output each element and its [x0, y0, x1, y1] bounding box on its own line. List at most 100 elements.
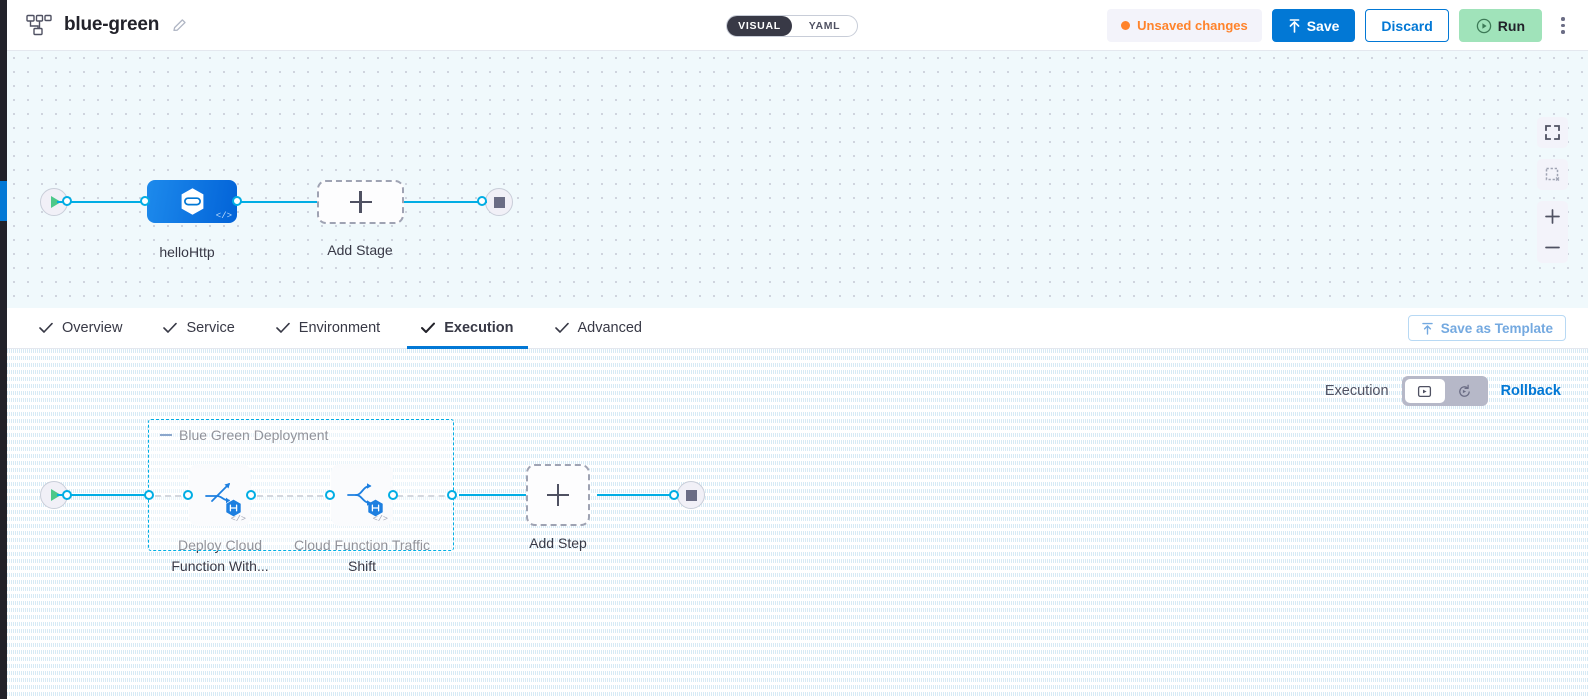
port-exec-end-in[interactable] — [669, 490, 679, 500]
stage-config-tabs: Overview Service Environment Execution A… — [7, 308, 1588, 349]
left-nav-rail — [0, 0, 7, 699]
canvas-controls — [1537, 117, 1568, 263]
step-code-marker: </> — [230, 514, 246, 524]
status-badge-unsaved: Unsaved changes — [1107, 9, 1262, 42]
add-step-label: Add Step — [529, 535, 587, 551]
rollback-link[interactable]: Rollback — [1500, 383, 1561, 399]
toggle-option-visual[interactable]: VISUAL — [727, 16, 792, 36]
port-start-out[interactable] — [62, 196, 72, 206]
check-icon — [554, 322, 569, 333]
save-button-label: Save — [1306, 17, 1340, 34]
edge-group-in-to-step1 — [155, 495, 191, 497]
edge-step2-to-group-out — [397, 495, 455, 497]
play-triangle-icon — [50, 196, 61, 208]
collapse-dash-icon[interactable] — [160, 433, 172, 437]
check-icon — [421, 322, 436, 333]
page-title: blue-green — [64, 14, 160, 35]
step-node-deploy-cloud-function[interactable]: </> — [189, 464, 251, 526]
tab-label: Environment — [298, 320, 381, 336]
stage-label-hellohttp: helloHttp — [159, 244, 215, 260]
port-step2-in[interactable] — [325, 490, 335, 500]
zoom-controls — [1537, 201, 1568, 263]
save-as-template-label: Save as Template — [1440, 320, 1553, 336]
tab-label: Advanced — [577, 320, 643, 336]
stage-node-hellohttp[interactable]: </> — [147, 180, 237, 223]
port-step1-in[interactable] — [183, 490, 193, 500]
edge-addstage-to-end — [392, 201, 487, 204]
execution-view-icon[interactable] — [1404, 379, 1445, 403]
stage-canvas[interactable]: </> helloHttp Add Stage — [7, 51, 1588, 308]
discard-button[interactable]: Discard — [1365, 9, 1449, 42]
save-button[interactable]: Save — [1271, 9, 1356, 42]
edge-group-to-addstep — [459, 494, 533, 497]
visual-yaml-toggle[interactable]: VISUAL YAML — [726, 15, 858, 37]
port-group-out[interactable] — [447, 490, 457, 500]
end-stop-node[interactable] — [677, 481, 705, 509]
port-step1-out[interactable] — [246, 490, 256, 500]
header-actions: Unsaved changes Save Discard Run — [1107, 9, 1574, 42]
step-group-title-label: Blue Green Deployment — [179, 427, 329, 443]
upload-arrow-icon — [1289, 18, 1300, 33]
edge-step1-to-step2 — [257, 495, 333, 497]
tab-label: Execution — [444, 320, 514, 336]
zoom-in-icon[interactable] — [1537, 201, 1568, 232]
run-play-icon — [1476, 18, 1492, 33]
port-stage-out[interactable] — [232, 196, 242, 206]
left-rail-active-indicator — [0, 181, 7, 221]
step-label-traffic-shift: Cloud Function Traffic Shift — [294, 537, 430, 574]
unsaved-dot-icon — [1121, 21, 1131, 30]
stop-square-icon — [685, 489, 697, 501]
kebab-menu-icon[interactable] — [1552, 9, 1574, 42]
template-upload-icon — [1421, 322, 1433, 335]
harness-hexagon-icon — [181, 188, 203, 215]
discard-button-label: Discard — [1381, 17, 1433, 34]
step-code-marker: </> — [372, 514, 388, 524]
port-exec-start-out[interactable] — [62, 490, 72, 500]
step-badge-icon — [368, 499, 383, 517]
selection-box-icon[interactable] — [1537, 159, 1568, 190]
add-stage-button[interactable] — [317, 180, 404, 224]
run-button[interactable]: Run — [1458, 9, 1542, 42]
add-step-button[interactable] — [526, 464, 590, 526]
tab-environment[interactable]: Environment — [262, 308, 394, 349]
edge-start-to-stage — [57, 201, 149, 204]
play-triangle-icon — [50, 489, 61, 501]
header-left-group: blue-green — [7, 14, 188, 36]
pencil-icon[interactable] — [171, 17, 188, 34]
tab-label: Service — [186, 320, 235, 336]
fit-to-screen-icon[interactable] — [1537, 117, 1568, 148]
tab-execution[interactable]: Execution — [407, 308, 527, 349]
tab-overview[interactable]: Overview — [25, 308, 136, 349]
step-label-deploy-cloud-function: Deploy Cloud Function With... — [171, 537, 269, 574]
run-button-label: Run — [1497, 17, 1525, 34]
check-icon — [39, 322, 53, 333]
execution-mode-bar: Execution Rollback — [1325, 376, 1561, 406]
deploy-cloud-function-icon — [205, 483, 230, 504]
traffic-shift-icon — [347, 483, 372, 506]
check-icon — [275, 322, 290, 333]
step-badge-icon — [226, 499, 241, 517]
port-step2-out[interactable] — [388, 490, 398, 500]
save-as-template-button[interactable]: Save as Template — [1407, 315, 1566, 341]
tab-service[interactable]: Service — [149, 308, 248, 349]
execution-canvas[interactable]: Execution Rollback — [7, 349, 1588, 699]
rollback-view-icon[interactable] — [1445, 379, 1485, 403]
step-node-traffic-shift[interactable]: </> — [331, 464, 393, 526]
plus-icon-v — [359, 191, 362, 213]
toggle-option-yaml[interactable]: YAML — [808, 20, 841, 32]
end-stop-node[interactable] — [485, 188, 513, 216]
tab-label: Overview — [62, 320, 123, 336]
step-group-title[interactable]: Blue Green Deployment — [160, 427, 328, 443]
port-stage-in[interactable] — [140, 196, 150, 206]
execution-rollback-toggle[interactable] — [1401, 376, 1488, 406]
edge-stage-to-addstage — [225, 201, 325, 204]
zoom-out-icon[interactable] — [1537, 232, 1568, 263]
tab-advanced[interactable]: Advanced — [541, 308, 657, 349]
check-icon — [163, 322, 178, 333]
edge-addstep-to-end — [597, 494, 679, 497]
page-header: blue-green VISUAL YAML Unsaved changes S… — [7, 0, 1588, 51]
execution-label: Execution — [1324, 383, 1389, 399]
port-group-in[interactable] — [144, 490, 154, 500]
port-end-in[interactable] — [477, 196, 487, 206]
